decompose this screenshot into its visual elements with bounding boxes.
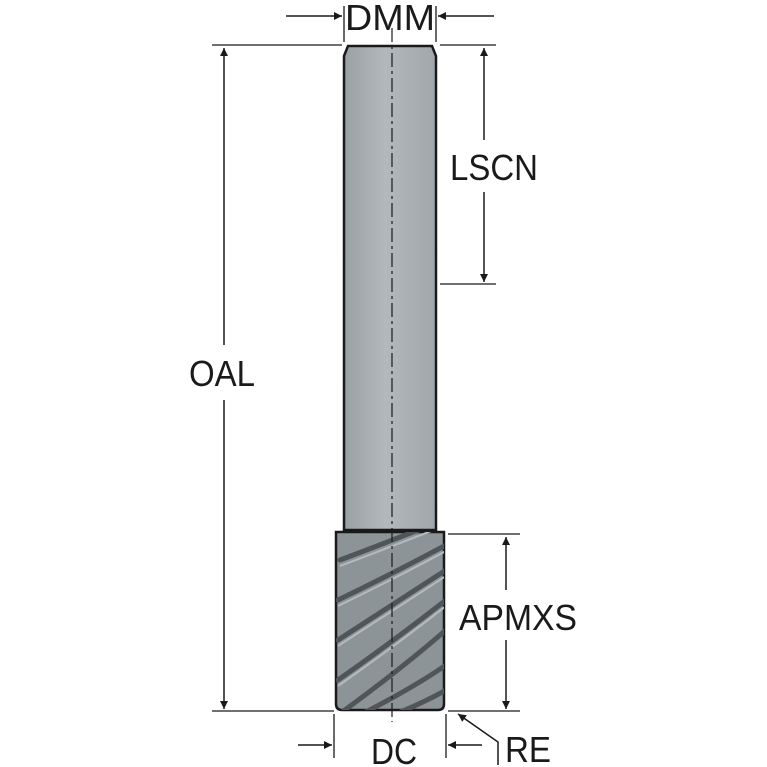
apmxs-label: APMXS bbox=[459, 597, 577, 638]
tool-cutting-section bbox=[334, 530, 446, 712]
dc-label: DC bbox=[371, 731, 417, 767]
tool-shank bbox=[342, 44, 438, 532]
lscn-label: LSCN bbox=[450, 147, 538, 188]
dmm-label: DMM bbox=[345, 0, 435, 38]
re-leader bbox=[457, 713, 499, 765]
re-label: RE bbox=[505, 729, 551, 767]
extension-lines bbox=[212, 6, 520, 758]
oal-label: OAL bbox=[189, 353, 255, 394]
